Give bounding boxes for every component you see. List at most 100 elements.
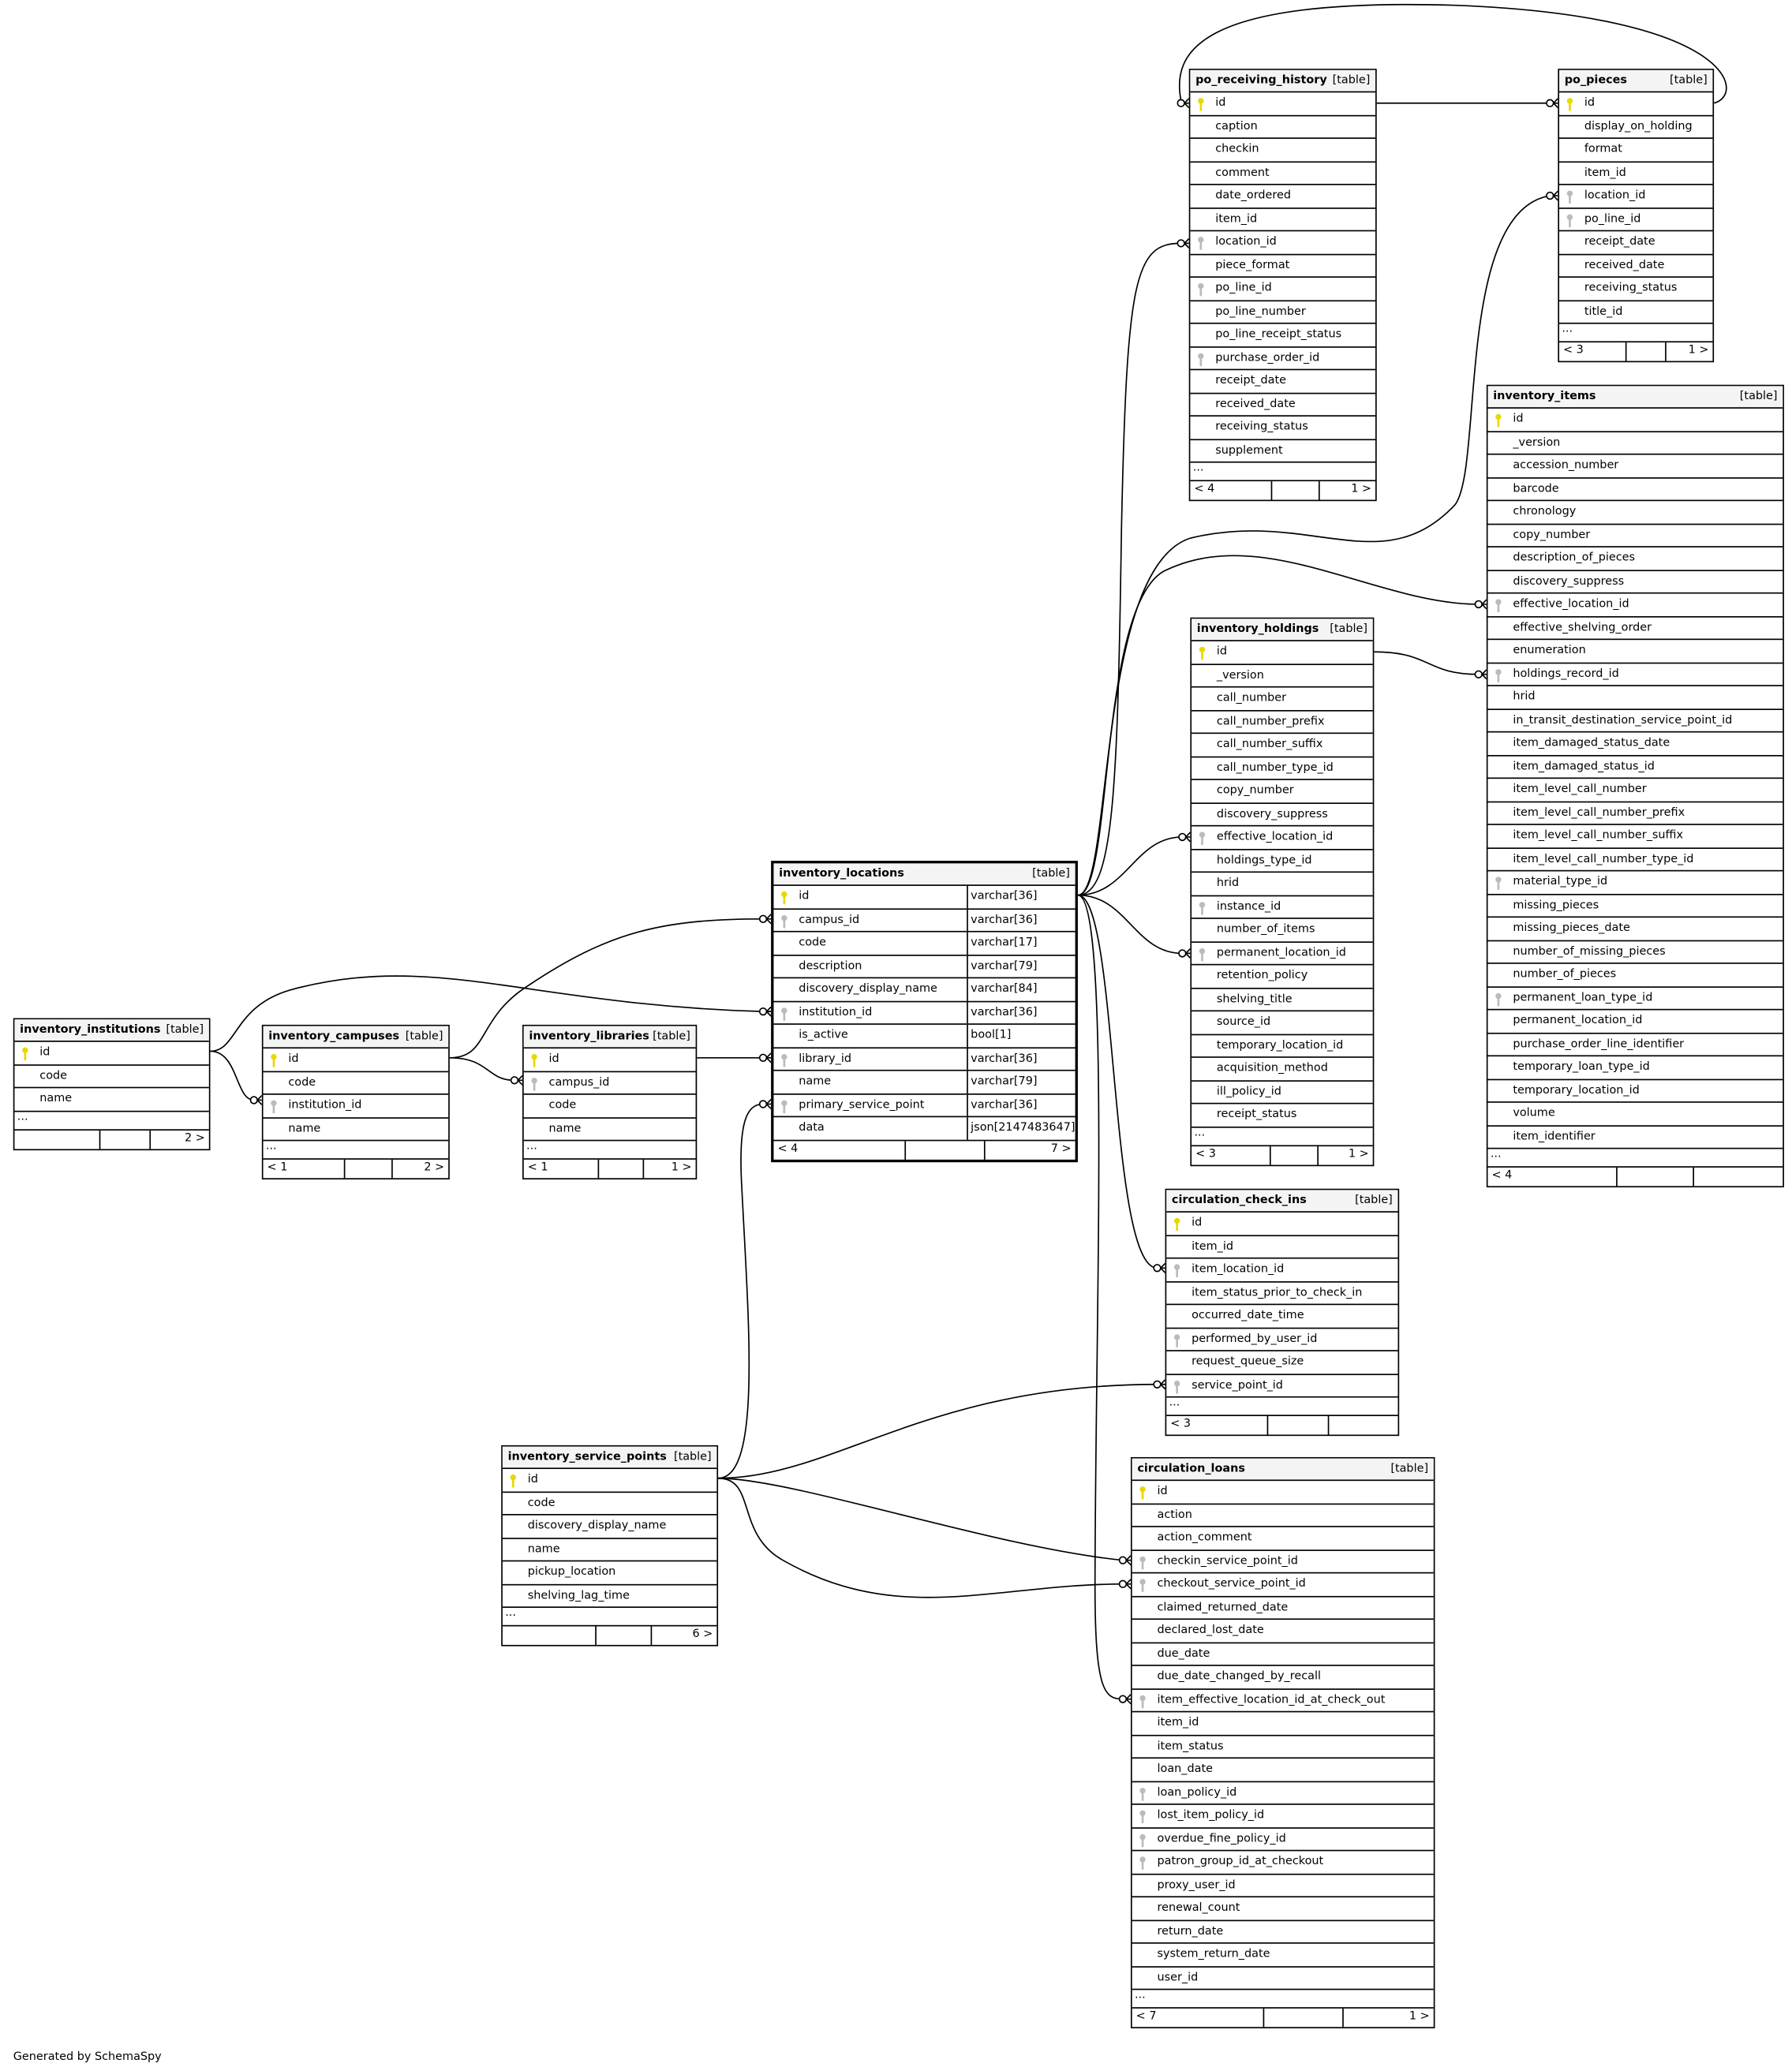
column-name[interactable]: po_line_id [1584, 212, 1641, 226]
column-name[interactable]: barcode [1513, 482, 1559, 496]
column-row[interactable]: source_id [1192, 1011, 1373, 1035]
column-row[interactable]: id [1192, 641, 1373, 665]
column-name[interactable]: return_date [1157, 1924, 1224, 1938]
column-name[interactable]: item_effective_location_id_at_check_out [1157, 1693, 1386, 1707]
column-name[interactable]: in_transit_destination_service_point_id [1513, 713, 1733, 727]
column-name[interactable]: item_level_call_number_type_id [1513, 852, 1694, 866]
column-row[interactable]: item_effective_location_id_at_check_out [1132, 1689, 1434, 1713]
column-row[interactable]: item_level_call_number_type_id [1487, 848, 1783, 872]
column-row[interactable]: volume [1487, 1103, 1783, 1127]
column-row[interactable]: name [523, 1118, 696, 1142]
column-row[interactable]: purchase_order_line_identifier [1487, 1034, 1783, 1057]
column-name[interactable]: id [548, 1052, 559, 1067]
children-count-link[interactable]: 1 > [1348, 1146, 1369, 1161]
column-row[interactable]: item_location_id [1166, 1259, 1398, 1282]
table-name[interactable]: circulation_check_ins [1171, 1194, 1307, 1208]
column-name[interactable]: institution_id [799, 1006, 873, 1019]
column-name[interactable]: temporary_location_id [1513, 1083, 1640, 1097]
column-name[interactable]: material_type_id [1513, 875, 1608, 889]
column-name[interactable]: discovery_suppress [1216, 807, 1328, 821]
column-name[interactable]: source_id [1216, 1015, 1271, 1030]
column-row[interactable]: date_ordered [1190, 185, 1376, 208]
column-row[interactable]: proxy_user_id [1132, 1875, 1434, 1898]
column-name[interactable]: instance_id [1216, 899, 1281, 914]
column-name[interactable]: holdings_type_id [1216, 854, 1312, 868]
column-row[interactable]: effective_shelving_order [1487, 617, 1783, 641]
column-row[interactable]: item_damaged_status_date [1487, 733, 1783, 756]
parents-count-link[interactable]: < 3 [1166, 1415, 1269, 1435]
column-row[interactable]: shelving_lag_time [502, 1585, 717, 1609]
column-row[interactable]: id [1559, 92, 1713, 116]
column-name[interactable]: location_id [1215, 235, 1277, 249]
column-row[interactable]: renewal_count [1132, 1897, 1434, 1921]
column-name[interactable]: loan_policy_id [1157, 1785, 1237, 1800]
parents-count-link[interactable]: < 4 [1190, 481, 1272, 500]
column-name[interactable]: due_date_changed_by_recall [1157, 1670, 1321, 1684]
column-name[interactable]: system_return_date [1157, 1948, 1270, 1961]
column-row[interactable]: claimed_returned_date [1132, 1597, 1434, 1620]
table-header[interactable]: inventory_libraries [table] [523, 1026, 696, 1049]
parents-count-link[interactable] [503, 1626, 597, 1645]
column-name[interactable]: effective_shelving_order [1513, 621, 1652, 635]
column-row[interactable]: permanent_location_id [1487, 1010, 1783, 1034]
column-name[interactable]: id [1215, 96, 1226, 110]
column-name[interactable]: discovery_suppress [1513, 574, 1625, 589]
column-row[interactable]: action_comment [1132, 1527, 1434, 1551]
column-row[interactable]: missing_pieces_date [1487, 918, 1783, 941]
column-name[interactable]: item_damaged_status_date [1513, 736, 1670, 750]
column-name[interactable]: location_id [1584, 189, 1646, 203]
column-row[interactable]: location_id [1190, 231, 1376, 255]
column-row[interactable]: id [502, 1469, 717, 1493]
column-name[interactable]: number_of_missing_pieces [1513, 944, 1666, 959]
column-row[interactable]: performed_by_user_id [1166, 1329, 1398, 1351]
column-row[interactable]: patron_group_id_at_checkout [1132, 1851, 1434, 1875]
column-row[interactable]: checkin_service_point_id [1132, 1550, 1434, 1574]
column-row[interactable]: campus_id [523, 1071, 696, 1095]
column-name[interactable]: item_id [1157, 1716, 1199, 1730]
column-row[interactable]: title_id [1559, 301, 1713, 324]
column-name[interactable]: po_line_receipt_status [1215, 328, 1342, 342]
column-row[interactable]: code [14, 1065, 209, 1089]
column-name[interactable]: item_location_id [1192, 1262, 1285, 1276]
column-name[interactable]: received_date [1215, 398, 1296, 411]
column-row[interactable]: barcode [1487, 478, 1783, 502]
column-name[interactable]: data [799, 1121, 825, 1135]
column-name[interactable]: id [1157, 1485, 1168, 1499]
column-name[interactable]: receiving_status [1215, 421, 1308, 435]
children-count-link[interactable] [1329, 1416, 1398, 1434]
column-row[interactable]: display_on_holding [1559, 116, 1713, 139]
column-row[interactable]: item_id [1559, 162, 1713, 185]
table-header[interactable]: circulation_check_ins [table] [1166, 1190, 1398, 1213]
column-row[interactable]: discovery_suppress [1192, 803, 1373, 827]
column-name[interactable]: call_number_prefix [1216, 715, 1325, 729]
column-row[interactable]: copy_number [1487, 525, 1783, 548]
column-row[interactable]: _version [1192, 664, 1373, 688]
column-row[interactable]: action [1132, 1504, 1434, 1527]
column-name[interactable]: number_of_items [1216, 923, 1315, 937]
column-row[interactable]: shelving_title [1192, 989, 1373, 1012]
column-name[interactable]: name [527, 1542, 560, 1557]
column-name[interactable]: item_id [1215, 212, 1258, 226]
column-row[interactable]: in_transit_destination_service_point_id [1487, 709, 1783, 733]
column-row[interactable]: item_level_call_number [1487, 779, 1783, 802]
column-row[interactable]: holdings_type_id [1192, 850, 1373, 873]
parents-count-link[interactable]: < 4 [1488, 1167, 1618, 1187]
column-row[interactable]: format [1559, 139, 1713, 163]
table-header[interactable]: circulation_loans [table] [1132, 1458, 1434, 1482]
table-name[interactable]: inventory_items [1493, 390, 1596, 404]
column-name[interactable]: receiving_status [1584, 282, 1678, 296]
column-name[interactable]: campus_id [548, 1075, 610, 1090]
column-name[interactable]: missing_pieces_date [1513, 921, 1630, 936]
column-name[interactable]: item_id [1192, 1239, 1233, 1254]
column-name[interactable]: id [1584, 96, 1595, 110]
column-name[interactable]: service_point_id [1192, 1378, 1283, 1392]
column-row[interactable]: checkout_service_point_id [1132, 1573, 1434, 1597]
column-name[interactable]: proxy_user_id [1157, 1878, 1236, 1892]
column-row[interactable]: material_type_id [1487, 871, 1783, 895]
column-name[interactable]: _version [1513, 435, 1561, 450]
table-name[interactable]: circulation_loans [1137, 1462, 1245, 1476]
